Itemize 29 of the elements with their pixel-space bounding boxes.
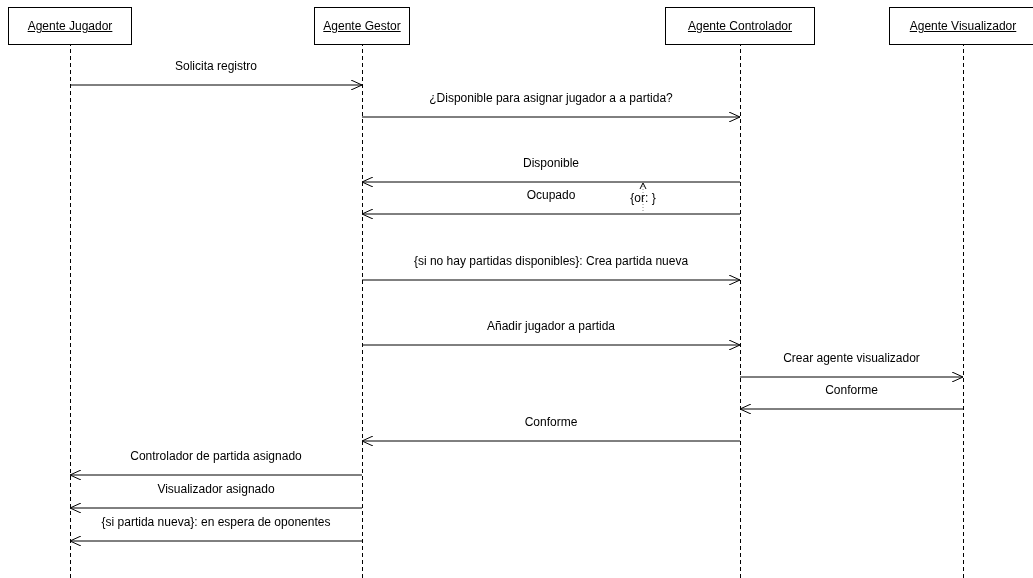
message-arrow xyxy=(69,502,363,514)
message-arrow xyxy=(361,339,741,351)
message-arrow xyxy=(361,176,741,188)
message-arrow xyxy=(69,535,363,547)
message-label: Ocupado xyxy=(525,188,577,202)
message-arrow xyxy=(739,403,964,415)
message-label: {si no hay partidas disponibles}: Crea partida nueva xyxy=(412,254,690,268)
message-label: Controlador de partida asignado xyxy=(129,449,303,463)
message-arrow xyxy=(69,469,363,481)
message-arrow xyxy=(361,111,741,123)
message-label: {si partida nueva}: en espera de oponentes xyxy=(100,515,332,529)
message-label: Conforme xyxy=(824,383,879,397)
message-label: Crear agente visualizador xyxy=(782,351,921,365)
message-label: Añadir jugador a partida xyxy=(485,319,617,333)
message-label: Conforme xyxy=(523,415,579,429)
constraint-note: {or: } xyxy=(629,191,657,205)
message-arrow xyxy=(361,435,741,447)
message-label: Visualizador asignado xyxy=(156,482,276,496)
message-arrow xyxy=(69,79,363,91)
participant-name: Agente Visualizador xyxy=(909,19,1017,33)
message-label: Solicita registro xyxy=(174,59,258,73)
message-arrow xyxy=(739,371,964,383)
message-label: ¿Disponible para asignar jugador a a partida? xyxy=(428,91,674,105)
message-arrow xyxy=(361,208,741,220)
message-label: Disponible xyxy=(522,156,580,170)
participant-name: Agente Jugador xyxy=(27,19,113,33)
message-arrow xyxy=(361,274,741,286)
participant-name: Agente Gestor xyxy=(323,19,401,33)
participant-name: Agente Controlador xyxy=(687,19,793,33)
